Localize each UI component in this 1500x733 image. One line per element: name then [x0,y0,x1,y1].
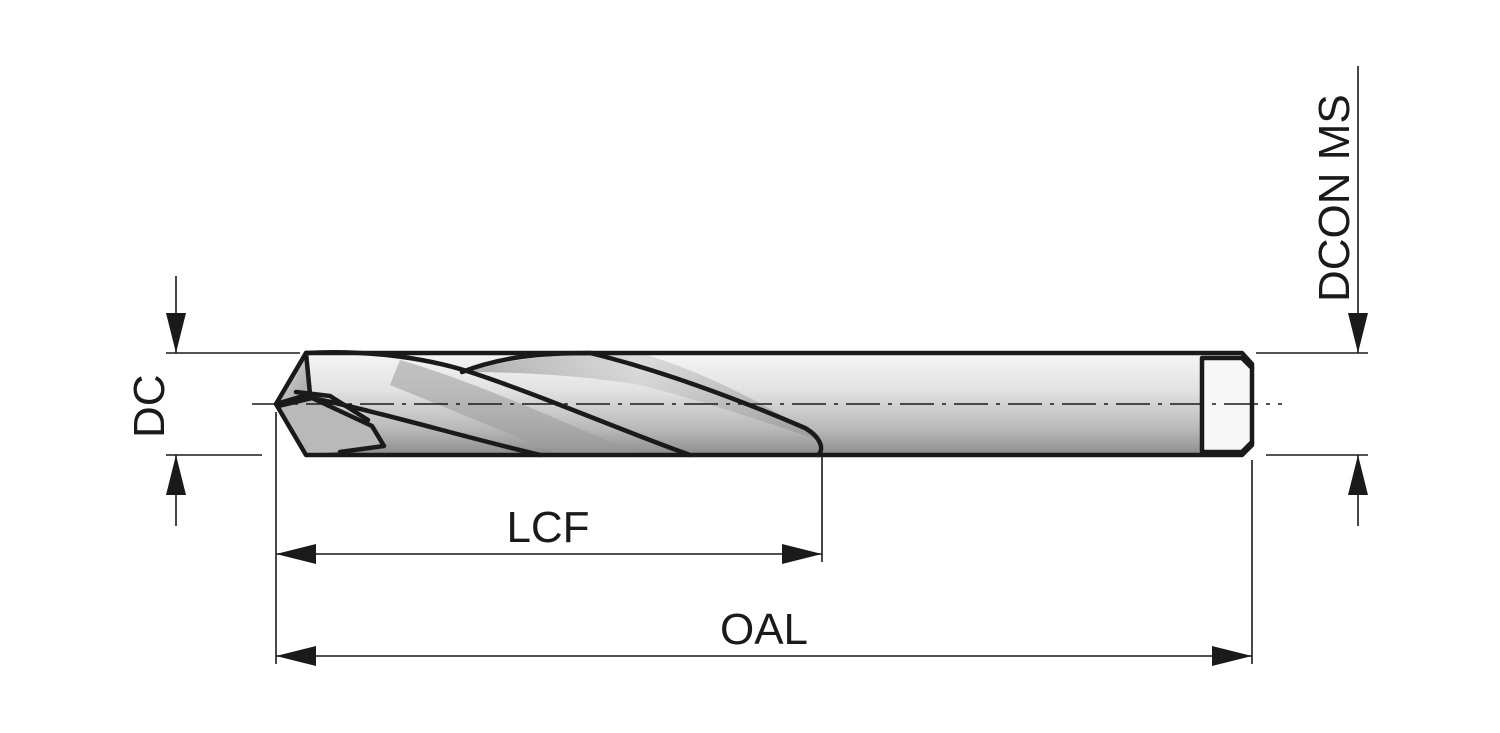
dcon-arrow-top [1348,313,1368,353]
dcon-arrow-bottom [1348,455,1368,495]
shank-end-outline [1199,355,1255,455]
tip-lip [293,389,371,423]
oal-arrow-right [1212,646,1252,666]
oal-label: OAL [720,605,808,654]
dc-label: DC [125,374,174,438]
dim-dc: DC [125,276,300,526]
dc-arrow-top [166,313,186,353]
dcon-ms-label: DCON MS [1310,94,1359,302]
dim-dcon-ms: DCON MS [1256,66,1368,526]
tip-edge-lower [275,395,387,455]
drill-flute-light [460,352,818,440]
drill-tip-lower-facet [278,398,384,455]
lcf-label: LCF [506,503,589,552]
drill-shank-end [1202,358,1252,452]
dim-lcf: LCF [276,452,823,564]
lcf-arrow-right [782,544,822,564]
dim-oal: OAL [275,412,1253,666]
oal-arrow-left [276,646,316,666]
flute-edge-rear [459,350,824,458]
drill-flute-dark [390,360,640,455]
lcf-arrow-left [276,544,316,564]
flute-edge-front [303,350,693,458]
dc-arrow-bottom [166,455,186,495]
